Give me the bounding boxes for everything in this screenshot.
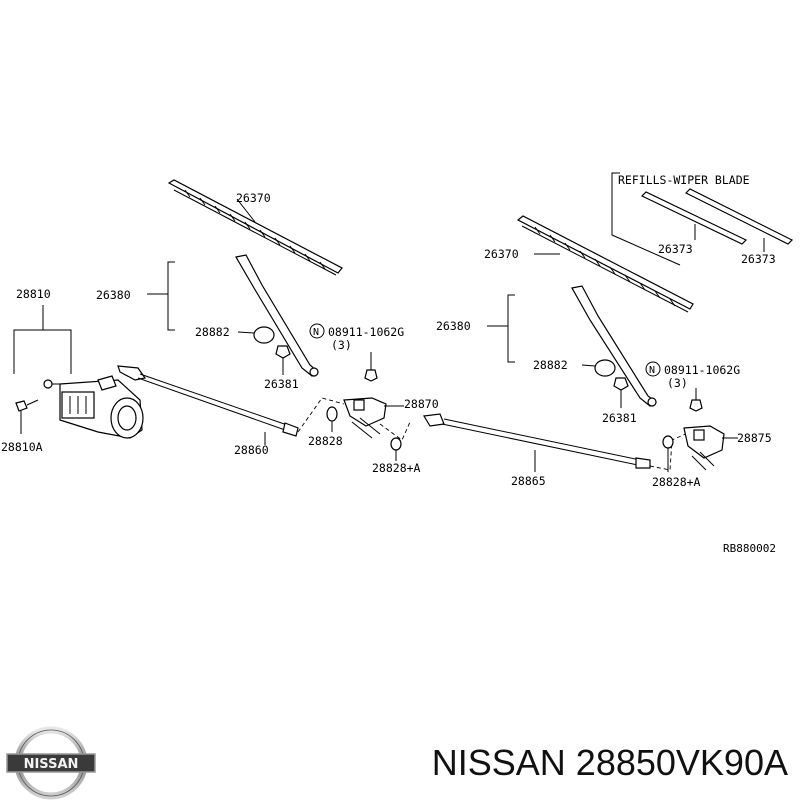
nut-symbol-right: N bbox=[649, 365, 655, 376]
nissan-logo: NISSAN bbox=[6, 726, 96, 800]
label-arm-left: 26380 bbox=[96, 288, 131, 302]
right-link-rod bbox=[423, 413, 651, 469]
left-pivot bbox=[343, 397, 387, 439]
label-cap-left: 28882 bbox=[195, 325, 230, 339]
label-nut-left: 26381 bbox=[264, 377, 299, 391]
label-nut-right: 26381 bbox=[602, 411, 637, 425]
right-wiper-arm bbox=[571, 285, 658, 407]
diagram-ref-code: RB880002 bbox=[723, 542, 776, 555]
motor-washer bbox=[43, 379, 62, 389]
label-motor-bolt: 28810A bbox=[1, 440, 43, 454]
left-arm-cap bbox=[237, 326, 275, 344]
wiper-motor bbox=[59, 375, 144, 439]
label-nut-code-left: 08911-1062G bbox=[328, 325, 404, 339]
label-link-left: 28860 bbox=[234, 443, 269, 457]
right-arm-nut bbox=[613, 377, 629, 408]
label-pivot-right: 28875 bbox=[737, 431, 772, 445]
label-link-right: 28865 bbox=[511, 474, 546, 488]
right-arm-cap bbox=[581, 359, 616, 377]
right-pivot-nut bbox=[689, 388, 703, 412]
bushing-a-right bbox=[662, 435, 674, 472]
nut-symbol-left: N bbox=[313, 327, 319, 338]
refill-strip-b bbox=[684, 188, 794, 245]
label-blade-left: 26370 bbox=[236, 191, 271, 205]
right-pivot bbox=[683, 425, 725, 471]
label-refill-b: 26373 bbox=[741, 252, 776, 266]
logo-text: NISSAN bbox=[24, 757, 79, 772]
bushing bbox=[326, 406, 338, 432]
left-wiper-arm bbox=[235, 254, 319, 377]
label-bushing-a-right: 28828+A bbox=[652, 475, 701, 489]
left-wiper-blade bbox=[167, 179, 343, 276]
label-bushing: 28828 bbox=[308, 434, 343, 448]
left-link-rod bbox=[117, 365, 299, 437]
label-nut-qty-left: (3) bbox=[331, 338, 352, 352]
left-arm-nut bbox=[275, 345, 291, 375]
product-title: NISSAN 28850VK90A bbox=[431, 742, 788, 783]
label-cap-right: 28882 bbox=[533, 358, 568, 372]
label-arm-right: 26380 bbox=[436, 319, 471, 333]
refill-strip-a bbox=[640, 191, 748, 245]
label-pivot-left: 28870 bbox=[404, 397, 439, 411]
label-refills-box: REFILLS-WIPER BLADE bbox=[618, 173, 750, 187]
bushing-a-left bbox=[390, 437, 402, 461]
motor-bolt bbox=[15, 399, 39, 434]
label-bushing-a-left: 28828+A bbox=[372, 461, 421, 475]
left-pivot-nut bbox=[364, 352, 378, 382]
label-nut-code-right: 08911-1062G bbox=[664, 363, 740, 377]
label-refill-a: 26373 bbox=[658, 242, 693, 256]
right-wiper-blade bbox=[516, 215, 694, 313]
label-motor: 28810 bbox=[16, 287, 51, 301]
label-blade-right: 26370 bbox=[484, 247, 519, 261]
label-nut-qty-right: (3) bbox=[667, 376, 688, 390]
